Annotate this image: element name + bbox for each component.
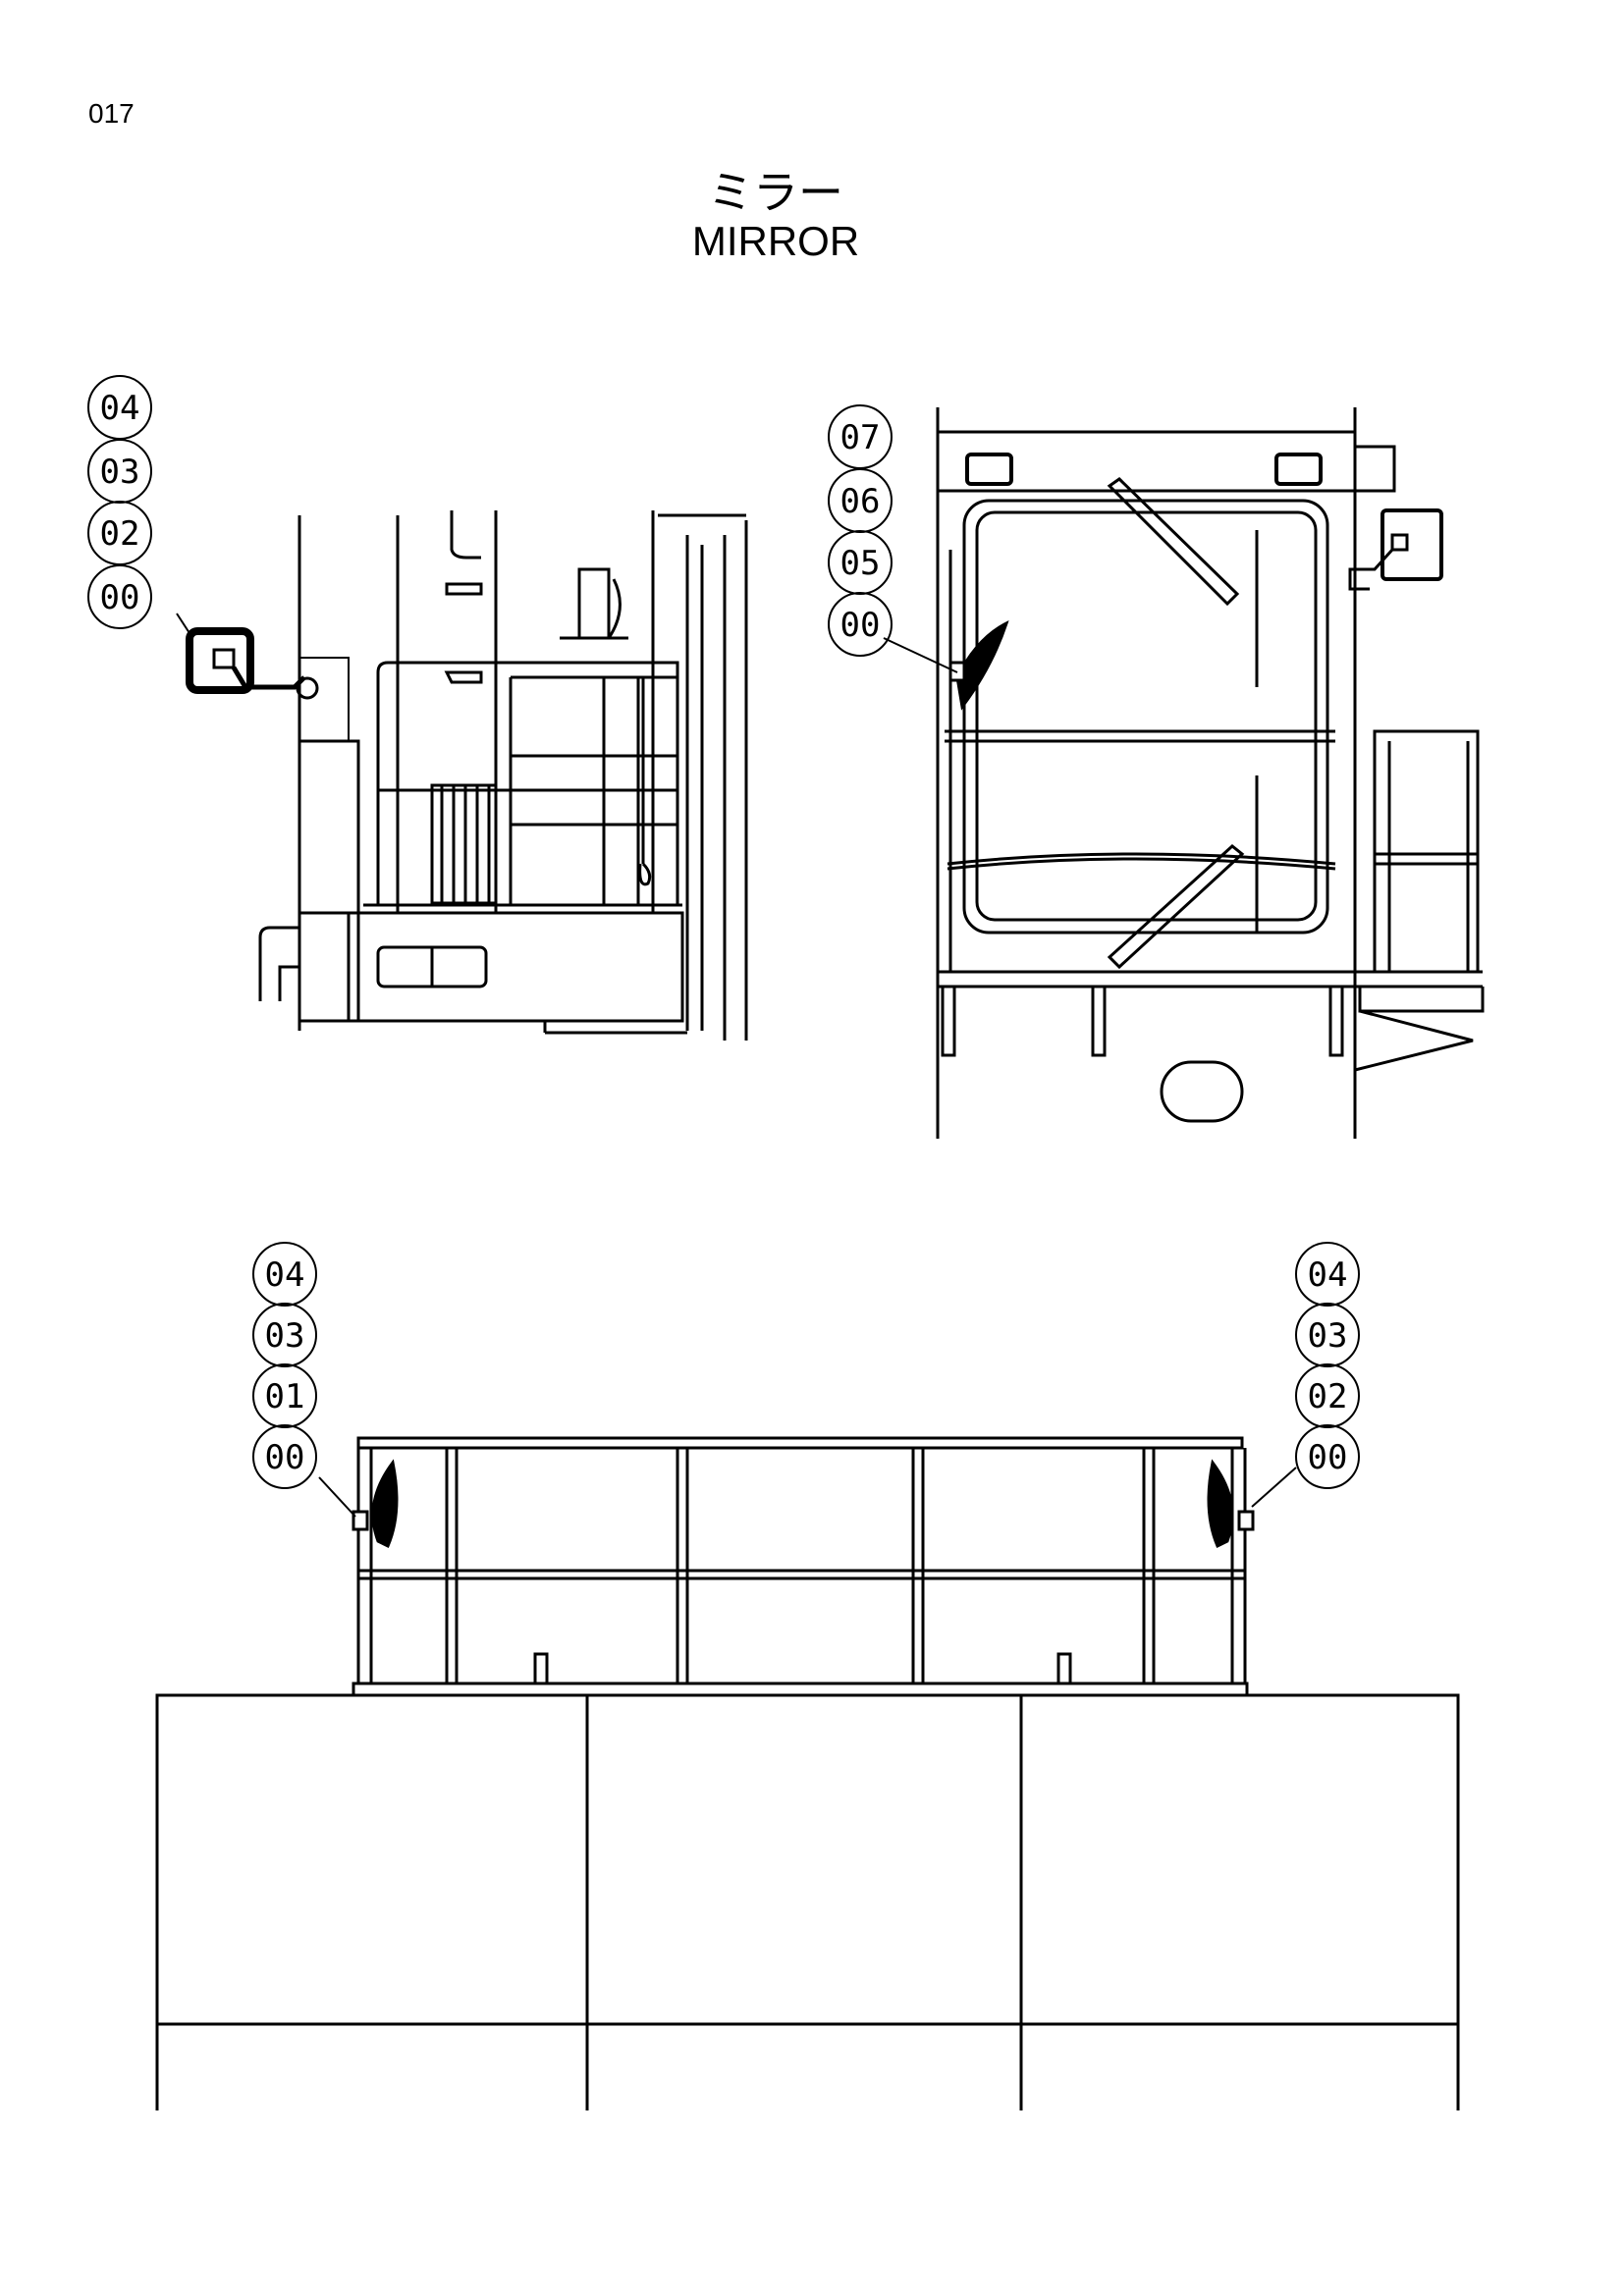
callout-bubble: 03 [252, 1303, 317, 1367]
callouts-top-view-right: 04 03 02 00 [1295, 1242, 1360, 1489]
callout-label: 05 [840, 544, 881, 583]
callout-bubble: 02 [1295, 1363, 1360, 1428]
front-view [936, 407, 1485, 1139]
callout-label: 00 [1308, 1438, 1348, 1477]
callout-bubble: 04 [252, 1242, 317, 1307]
callout-label: 03 [100, 453, 140, 492]
callout-bubble: 04 [87, 375, 152, 440]
callout-label: 00 [840, 606, 881, 645]
callout-label: 00 [100, 578, 140, 617]
callout-bubble: 00 [828, 592, 893, 657]
callout-bubble: 01 [252, 1363, 317, 1428]
callouts-side-view: 04 03 02 00 [87, 375, 152, 629]
callout-bubble: 03 [1295, 1303, 1360, 1367]
callout-bubble: 06 [828, 468, 893, 533]
callout-label: 02 [100, 514, 140, 554]
callout-bubble: 07 [828, 404, 893, 469]
callouts-top-view-left: 04 03 01 00 [252, 1242, 317, 1489]
callout-label: 04 [265, 1255, 305, 1295]
side-view [186, 510, 748, 1041]
callout-bubble: 00 [87, 564, 152, 629]
callouts-front-view: 07 06 05 00 [828, 404, 893, 657]
title-english: MIRROR [691, 218, 860, 264]
callout-label: 02 [1308, 1377, 1348, 1416]
callout-bubble: 02 [87, 501, 152, 565]
callout-label: 00 [265, 1438, 305, 1477]
callout-bubble: 00 [252, 1424, 317, 1489]
callout-label: 04 [1308, 1255, 1348, 1295]
title-japanese: ミラー [708, 166, 843, 219]
top-view [155, 1436, 1460, 2110]
callout-label: 01 [265, 1377, 305, 1416]
callout-label: 04 [100, 389, 140, 428]
callout-bubble: 03 [87, 439, 152, 504]
callout-label: 03 [1308, 1316, 1348, 1356]
callout-bubble: 05 [828, 530, 893, 595]
callout-label: 07 [840, 418, 881, 457]
callout-bubble: 04 [1295, 1242, 1360, 1307]
callout-label: 06 [840, 482, 881, 521]
page-number: 017 [88, 98, 135, 129]
callout-label: 03 [265, 1316, 305, 1356]
callout-bubble: 00 [1295, 1424, 1360, 1489]
